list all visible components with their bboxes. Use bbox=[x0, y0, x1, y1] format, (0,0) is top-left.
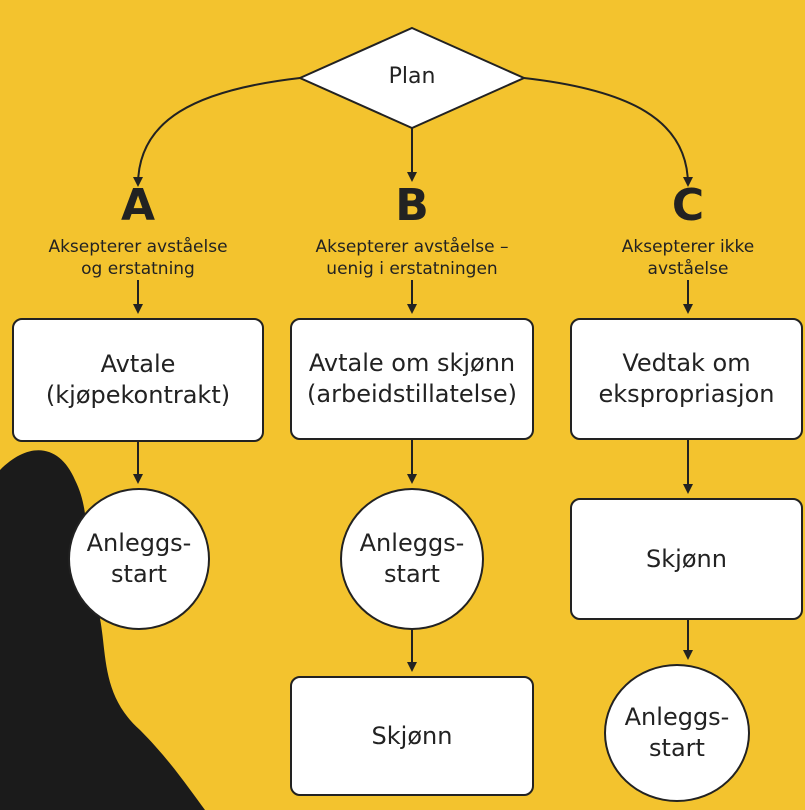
branch-b-agreement-box: Avtale om skjønn (arbeidstillatelse) bbox=[290, 318, 534, 440]
branch-c-construction-start-circle: Anleggs- start bbox=[604, 664, 750, 802]
plan-label: Plan bbox=[388, 64, 436, 89]
branch-c-appraisal-box: Skjønn bbox=[570, 498, 803, 620]
silhouette-shape bbox=[0, 450, 205, 810]
connector-plan-a bbox=[133, 77, 301, 187]
branch-a-caption: Aksepterer avståelse og erstatning bbox=[48, 237, 228, 279]
branch-b-letter: B bbox=[395, 180, 429, 231]
branch-c-decision-box: Vedtak om ekspropriasjon bbox=[570, 318, 803, 440]
branch-b-appraisal-box: Skjønn bbox=[290, 676, 534, 796]
connector-plan-c bbox=[523, 77, 693, 187]
branch-c-caption: Aksepterer ikke avståelse bbox=[621, 237, 755, 279]
branch-a-agreement-box: Avtale (kjøpekontrakt) bbox=[12, 318, 264, 442]
branch-b-construction-start-circle: Anleggs- start bbox=[340, 488, 484, 630]
branch-a-construction-start-circle: Anleggs- start bbox=[68, 488, 210, 630]
branch-c-letter: C bbox=[671, 180, 705, 231]
branch-b-caption: Aksepterer avståelse – uenig i erstatnin… bbox=[315, 237, 509, 279]
branch-a-letter: A bbox=[120, 180, 156, 231]
